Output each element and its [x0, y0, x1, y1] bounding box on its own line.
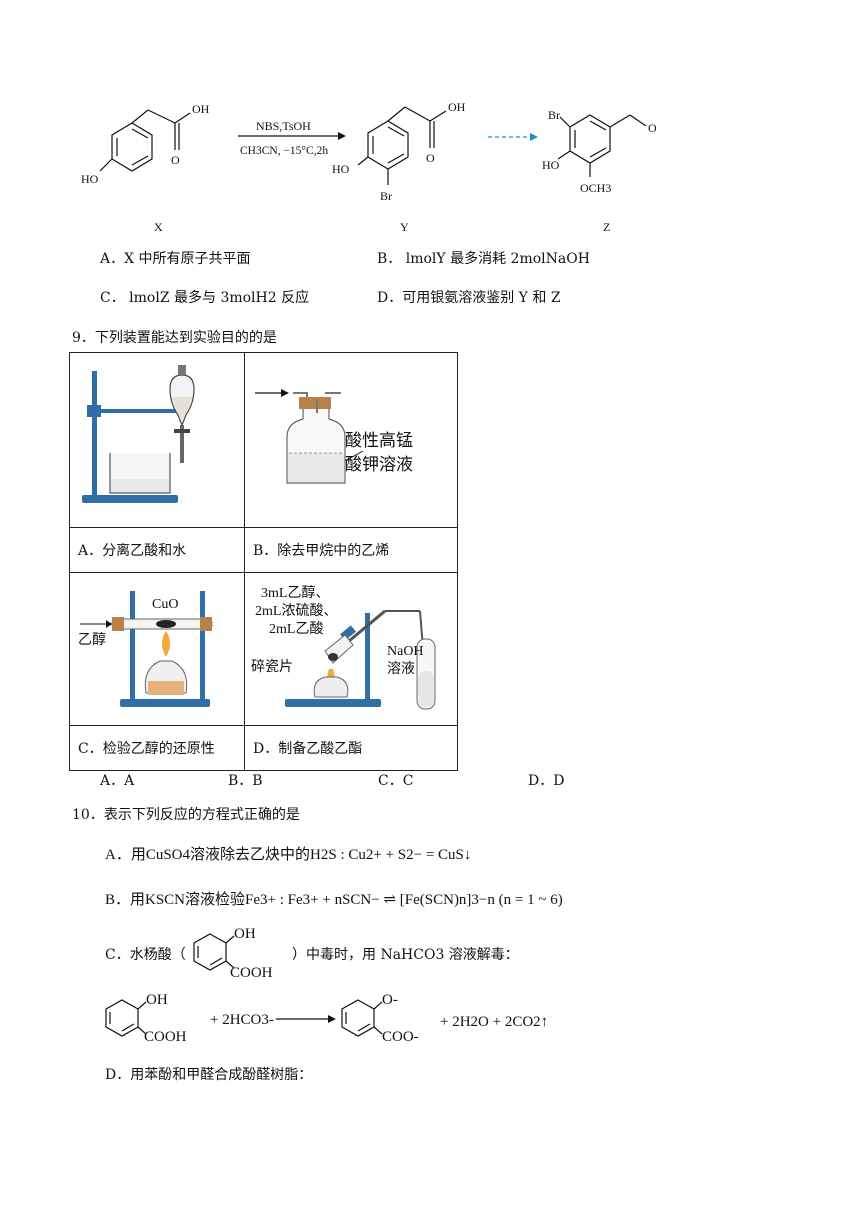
fig-d-naoh-label: NaOH [387, 644, 424, 659]
q9-apparatus-table: 酸性高锰 酸钾溶液 A．分离乙酸和水 B．除去甲烷中的乙烯 CuO 乙醇 [69, 352, 458, 771]
fig-b-gas-washing-bottle: 酸性高锰 酸钾溶液 [255, 389, 413, 484]
eq-bicarbonate: + 2HCO3- [210, 1012, 274, 1028]
fig-c-cuo-label: CuO [152, 597, 178, 612]
cell-label-a: A．分离乙酸和水 [69, 527, 245, 573]
q10-c-equation: OH COOH + 2HCO3- O- COO- + 2H2O + 2CO2↑ [105, 992, 548, 1045]
q10-option-c-suffix: ）中毒时，用 NaHCO3 溶液解毒： [292, 947, 519, 963]
inline-cooh: COOH [230, 965, 273, 981]
eq-product-o-minus: O- [382, 992, 398, 1008]
q8-option-d: D．可用银氨溶液鉴别 Y 和 Z [377, 290, 561, 306]
eq-reactant-cooh: COOH [144, 1029, 187, 1045]
compound-z [557, 114, 647, 177]
cell-label-d: D．制备乙酸乙酯 [244, 725, 458, 771]
fig-c-ethanol-label: 乙醇 [78, 631, 106, 648]
q9-choice-b: B．B [228, 773, 263, 789]
cell-fig-a [69, 352, 245, 528]
reagent-top: NBS,TsOH [256, 119, 311, 133]
q10-stem: 10．表示下列反应的方程式正确的是 [72, 807, 300, 823]
cell-label-b: B．除去甲烷中的乙烯 [244, 527, 458, 573]
fig-d-line-1: 3mL乙醇、 [261, 584, 329, 601]
q10-option-d: D．用苯酚和甲醛合成酚醛树脂： [105, 1067, 313, 1083]
x-label: X [154, 220, 163, 234]
x-ho-label: HO [81, 172, 99, 186]
y-ho-label: HO [332, 162, 350, 176]
q9-stem: 9．下列装置能达到实验目的的是 [72, 330, 277, 346]
z-ho-label: HO [542, 158, 560, 172]
q8-option-a: A．X 中所有原子共平面 [100, 251, 251, 267]
fig-d-chip-label: 碎瓷片 [251, 659, 293, 675]
eq-reactant-oh: OH [146, 992, 168, 1008]
eq-product-coo-minus: COO- [382, 1029, 419, 1045]
fig-b-label-1: 酸性高锰 [345, 431, 413, 450]
cell-fig-c: CuO 乙醇 [69, 572, 245, 726]
fig-a-separatory-funnel [82, 365, 195, 503]
q9-choice-c: C．C [378, 773, 414, 789]
eq-products: + 2H2O + 2CO2↑ [440, 1014, 548, 1030]
cell-fig-d: 3mL乙醇、 2mL浓硫酸、 2mL乙酸 碎瓷片 NaOH 溶液 [244, 572, 458, 726]
fig-d-solution-label: 溶液 [387, 661, 415, 677]
q9-choice-a: A．A [100, 773, 135, 789]
q8-reaction-scheme: OH O HO X NBS,TsOH CH3CN, −15°C,2h OH O … [81, 100, 657, 234]
compound-y [357, 106, 447, 185]
compound-x [99, 109, 191, 172]
cell-label-c: C．检验乙醇的还原性 [69, 725, 245, 771]
x-o-label: O [171, 153, 180, 167]
inline-oh: OH [234, 926, 256, 942]
z-label: Z [603, 220, 610, 234]
fig-c-cuo-tube: CuO 乙醇 [78, 591, 213, 707]
q9-choice-d: D．D [528, 773, 565, 789]
fig-d-ester-setup: 3mL乙醇、 2mL浓硫酸、 2mL乙酸 碎瓷片 NaOH 溶液 [251, 584, 436, 710]
fig-d-line-2: 2mL浓硫酸、 [255, 603, 337, 619]
y-oh-label: OH [448, 100, 466, 114]
y-label: Y [400, 220, 409, 234]
q8-option-c: C． lmolZ 最多与 3molH2 反应 [100, 290, 310, 306]
y-br-label: Br [380, 189, 392, 203]
q10-option-c-prefix: C．水杨酸（ [105, 947, 186, 963]
z-o-label: O [648, 121, 657, 135]
q8-option-b: B． lmolY 最多消耗 2molNaOH [377, 251, 590, 267]
cell-fig-b: 酸性高锰 酸钾溶液 [244, 352, 458, 528]
reagent-bottom: CH3CN, −15°C,2h [240, 145, 328, 157]
q10-option-b: B．用KSCN溶液检验Fe3+ : Fe3+ + nSCN− ⇌ [Fe(SCN… [105, 892, 563, 908]
fig-d-line-3: 2mL乙酸 [269, 621, 323, 637]
q10-option-a: A．用CuSO4溶液除去乙炔中的H2S : Cu2+ + S2− = CuS↓ [105, 847, 472, 863]
salicylic-acid-inline: OH COOH [193, 926, 273, 981]
y-o-label: O [426, 151, 435, 165]
z-br-label: Br [548, 108, 560, 122]
fig-b-label-2: 酸钾溶液 [345, 455, 413, 474]
x-oh-label: OH [192, 102, 210, 116]
z-och3-label: OCH3 [580, 181, 611, 195]
